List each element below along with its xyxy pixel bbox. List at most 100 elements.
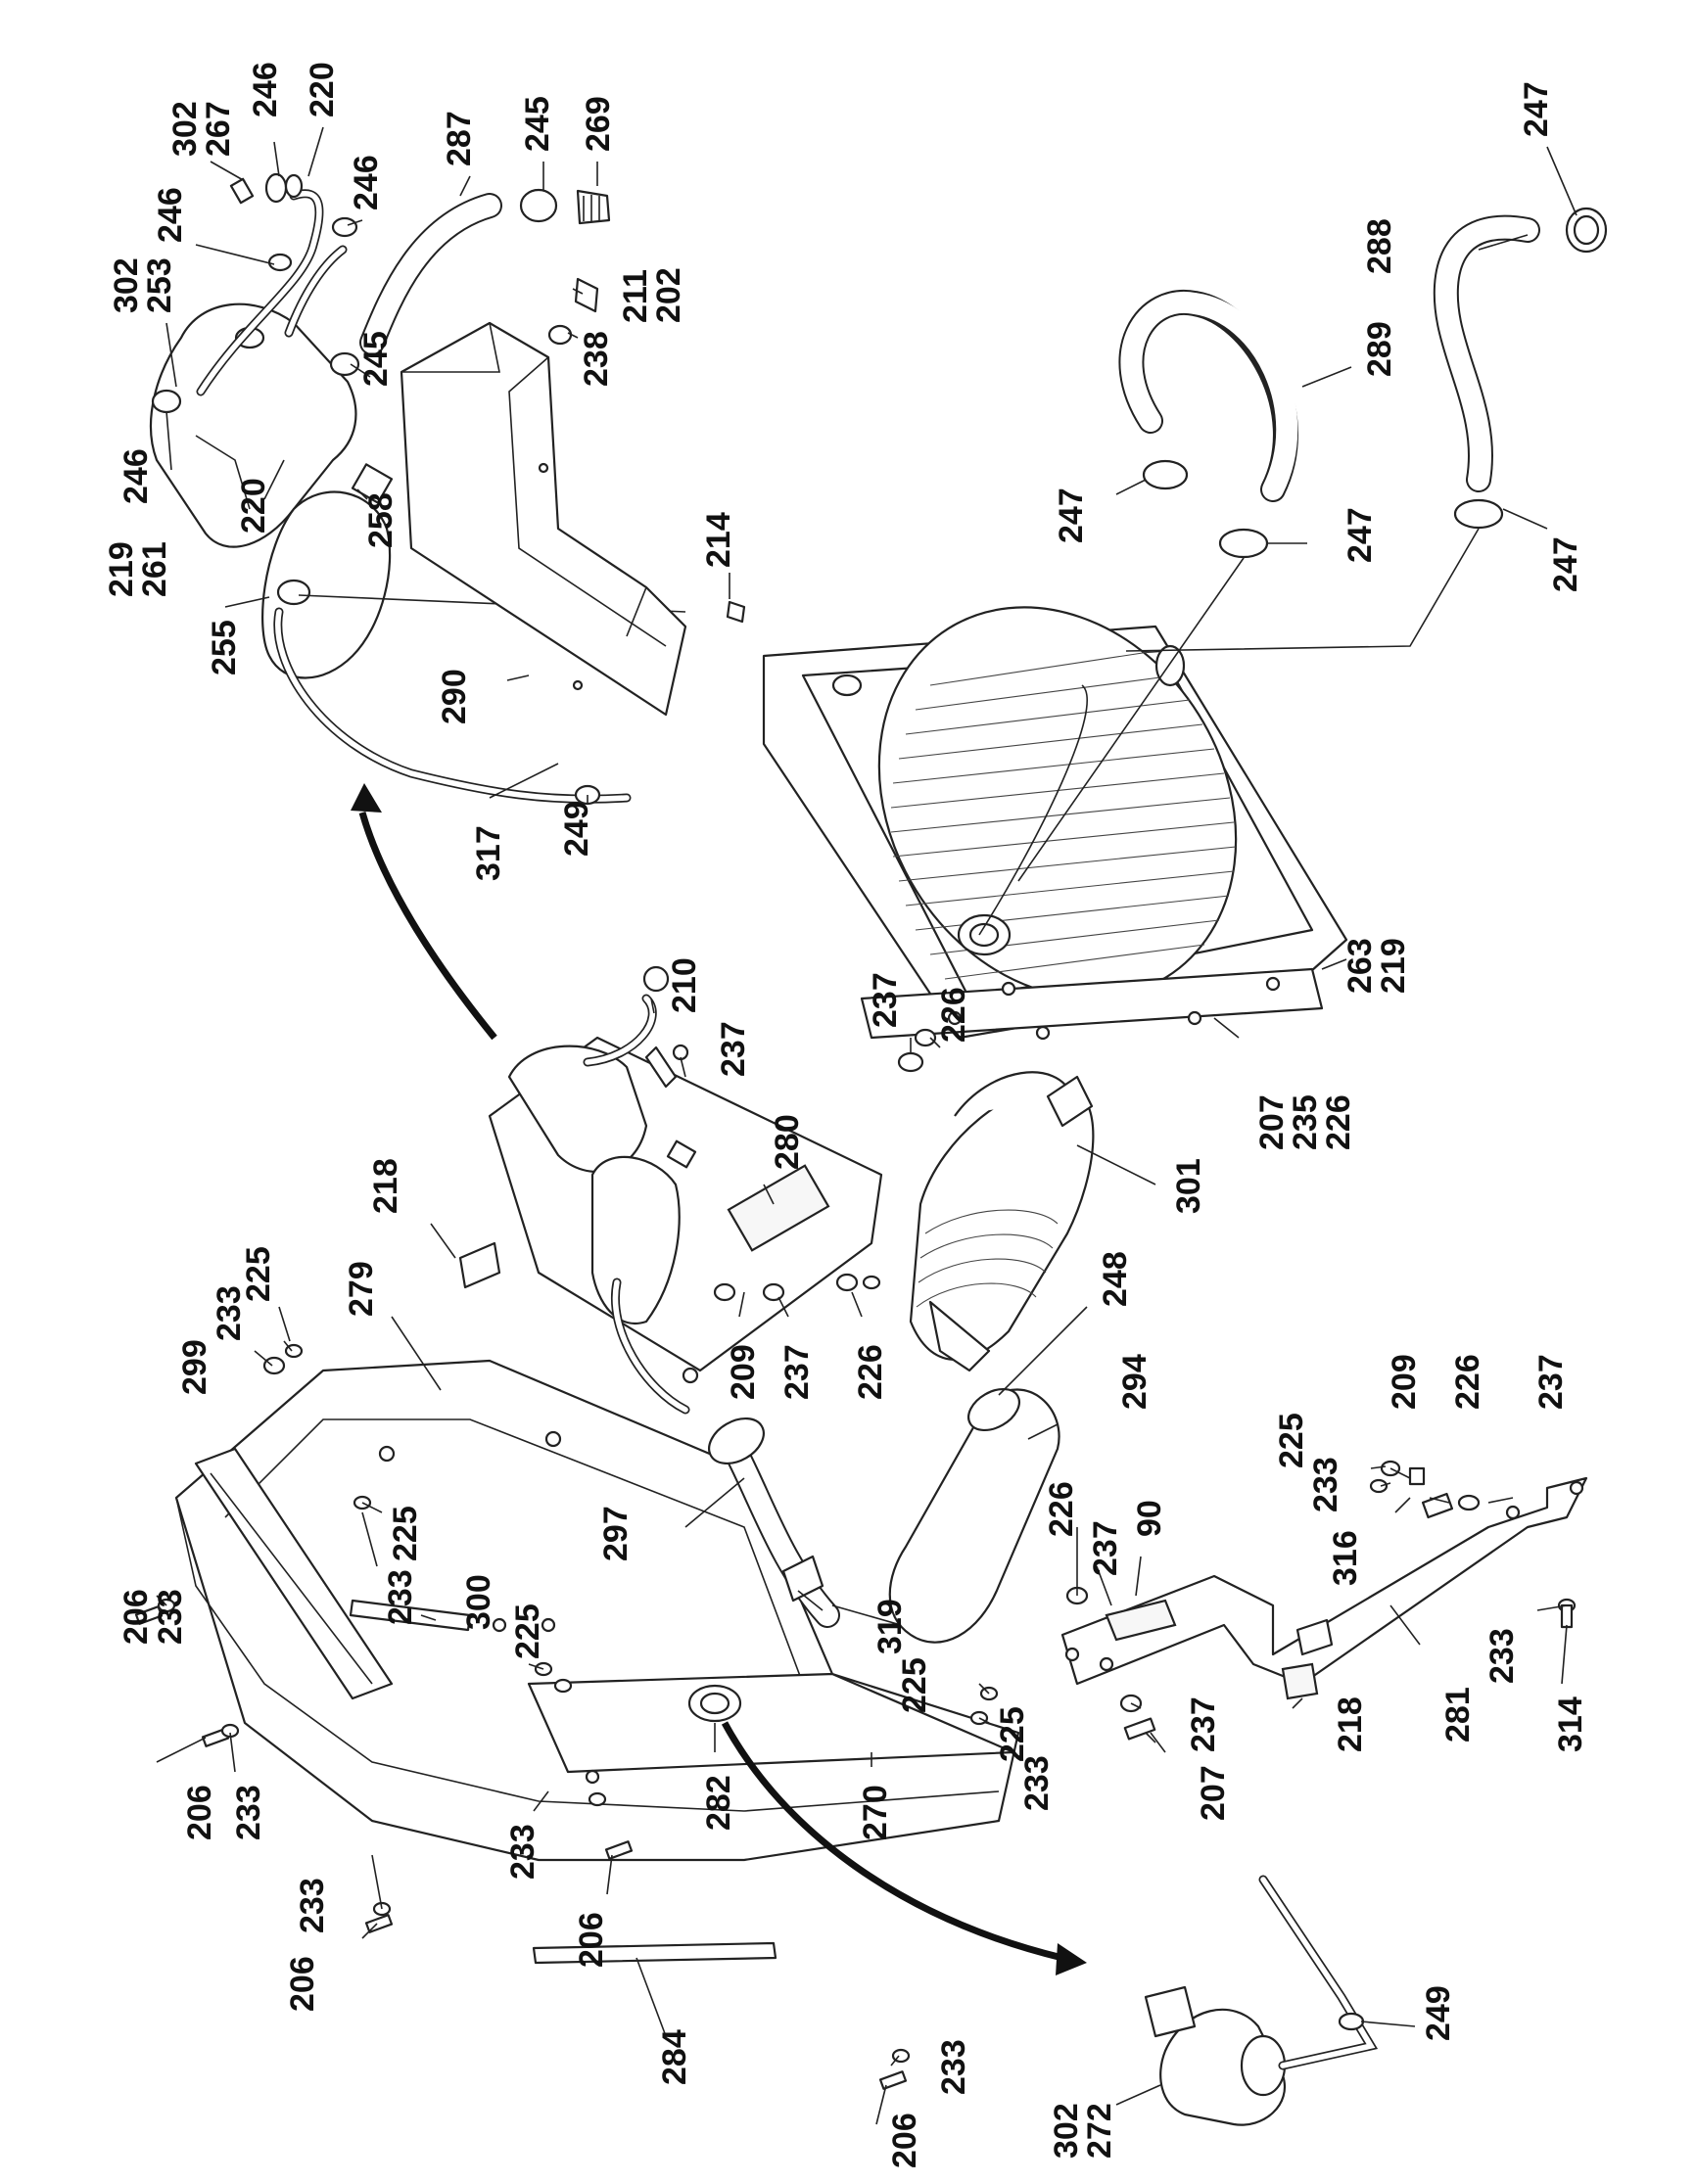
callout-211-202: 211202	[617, 267, 687, 323]
callout-220-a: 220	[304, 62, 341, 117]
callout-206-e: 206	[886, 2113, 923, 2168]
callout-294: 294	[1116, 1354, 1154, 1410]
callout-206-c: 206	[573, 1912, 610, 1968]
overflow-hoses	[151, 172, 632, 806]
callout-319: 319	[871, 1599, 909, 1654]
callout-238: 238	[578, 331, 615, 387]
callout-90: 90	[1131, 1500, 1168, 1537]
callout-labels: 302267 246 220 287 245 269 246 246 30225…	[103, 62, 1589, 2168]
callout-207: 207	[1195, 1765, 1232, 1821]
callout-226-a: 226	[935, 987, 972, 1043]
callout-225-e: 225	[896, 1657, 933, 1713]
callout-290: 290	[436, 669, 473, 724]
callout-226-b: 226	[852, 1344, 889, 1400]
callout-225-f: 225	[994, 1706, 1031, 1762]
reservoir-mount-plate	[488, 965, 883, 1415]
support-bracket	[1060, 1476, 1588, 1700]
callout-246-b: 246	[152, 187, 189, 243]
callout-226-c: 226	[1449, 1354, 1486, 1410]
callout-218-b: 218	[1332, 1696, 1369, 1752]
callout-237-e: 237	[1087, 1520, 1124, 1576]
callout-299: 299	[176, 1339, 213, 1395]
callout-258: 258	[362, 492, 400, 548]
callout-302-253: 302253	[108, 257, 178, 313]
callout-206-b: 206	[181, 1785, 218, 1840]
callout-219-261: 219261	[103, 541, 173, 597]
callout-245-a: 245	[519, 96, 556, 152]
callout-247-b: 247	[1053, 488, 1090, 543]
intake-pipe	[708, 1417, 840, 1628]
callout-247-d: 247	[1547, 536, 1584, 592]
callout-233-c: 233	[382, 1569, 419, 1625]
flow-arrows	[351, 783, 1087, 1975]
callout-246-d: 246	[118, 448, 155, 504]
upper-radiator-hose	[359, 188, 611, 355]
callout-287: 287	[441, 111, 478, 166]
callout-300: 300	[460, 1574, 497, 1630]
radiator	[762, 606, 1348, 1041]
callout-237-d: 237	[1532, 1354, 1570, 1410]
callout-237-f: 237	[1185, 1696, 1222, 1752]
callout-206-a: 206	[118, 1589, 155, 1645]
radiator-bracket	[400, 277, 746, 717]
callout-279: 279	[343, 1261, 380, 1317]
callout-233-g: 233	[230, 1785, 267, 1840]
callout-263-219: 263219	[1342, 938, 1412, 994]
callout-210: 210	[666, 957, 703, 1013]
callout-269: 269	[580, 96, 617, 152]
callout-209-a: 209	[725, 1344, 762, 1400]
callout-297: 297	[597, 1506, 635, 1561]
callout-206-d: 206	[284, 1956, 321, 2012]
callout-282: 282	[700, 1775, 737, 1831]
callout-249-b: 249	[1420, 1985, 1457, 2041]
callout-225-d: 225	[509, 1603, 546, 1659]
leader-lines	[156, 126, 1577, 2125]
callout-214: 214	[700, 512, 737, 568]
intake-duct	[888, 1387, 1060, 1644]
callout-218-a: 218	[367, 1158, 404, 1214]
callout-314: 314	[1552, 1696, 1589, 1752]
callout-233-j: 233	[935, 2039, 972, 2095]
callout-226-d: 226	[1043, 1481, 1080, 1537]
callout-207-235-226: 207235226	[1253, 1094, 1357, 1150]
air-filter	[897, 1028, 1095, 1372]
callout-220-b: 220	[235, 478, 272, 534]
callout-249-a: 249	[558, 801, 595, 857]
callout-233-e: 233	[1018, 1755, 1056, 1811]
coolant-reservoir	[149, 302, 686, 679]
callout-245-b: 245	[357, 331, 395, 387]
callout-247-a: 247	[1518, 81, 1555, 137]
callout-225-b: 225	[1273, 1413, 1310, 1468]
callout-233-b: 233	[1307, 1457, 1344, 1512]
callout-237-b: 237	[715, 1021, 752, 1077]
callout-302-267: 302267	[166, 101, 237, 157]
callout-284: 284	[656, 2029, 693, 2085]
callout-302-272: 302272	[1048, 2103, 1118, 2159]
callout-301: 301	[1170, 1158, 1207, 1214]
callout-270: 270	[857, 1785, 894, 1840]
callout-233-h: 233	[504, 1824, 541, 1880]
fuel-sender-assembly	[1144, 1875, 1379, 2126]
callout-246-c: 246	[348, 155, 385, 210]
engine-shroud	[174, 1359, 1020, 1965]
callout-233-d: 233	[152, 1589, 189, 1645]
callout-248: 248	[1097, 1251, 1134, 1307]
lower-radiator-hoses	[1017, 207, 1608, 882]
callout-225-c: 225	[387, 1506, 424, 1561]
callout-237-a: 237	[867, 972, 904, 1028]
callout-288: 288	[1361, 218, 1398, 274]
callout-233-f: 233	[1483, 1628, 1521, 1684]
callout-280: 280	[769, 1114, 806, 1170]
callout-317: 317	[470, 825, 507, 881]
callout-225-a: 225	[240, 1246, 277, 1302]
callout-246-a: 246	[247, 62, 284, 117]
callout-209-b: 209	[1386, 1354, 1423, 1410]
callout-255: 255	[206, 620, 243, 675]
callout-233-i: 233	[294, 1878, 331, 1933]
callout-233-a: 233	[211, 1285, 248, 1341]
callout-289: 289	[1361, 321, 1398, 377]
callout-281: 281	[1439, 1687, 1477, 1743]
callout-247-c: 247	[1342, 507, 1379, 563]
callout-316: 316	[1327, 1530, 1364, 1586]
